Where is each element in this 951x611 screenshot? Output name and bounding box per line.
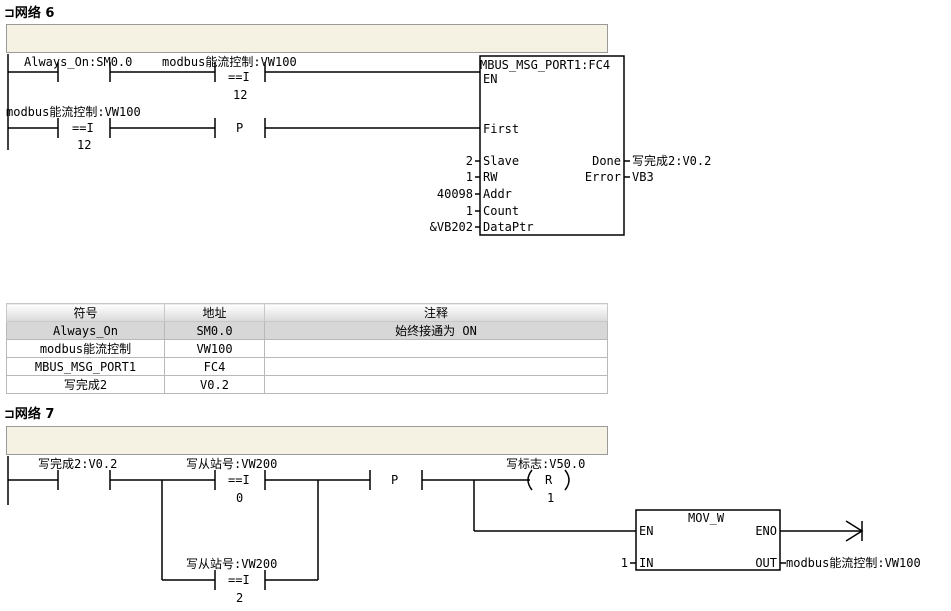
contact-write-done-label: 写完成2:V0.2 [38, 456, 117, 471]
cell-symbol: 写完成2 [6, 375, 165, 394]
block-pin-addr: Addr [483, 187, 512, 201]
network-6-comment-field[interactable] [6, 24, 608, 53]
mov-value-out: modbus能流控制:VW100 [786, 556, 921, 570]
reset-coil-count: 1 [547, 491, 554, 505]
table-row[interactable]: modbus能流控制 VW100 [6, 339, 608, 358]
compare-1-op: ==I [228, 473, 250, 487]
table-row[interactable]: MBUS_MSG_PORT1 FC4 [6, 357, 608, 376]
mov-pin-out: OUT [755, 556, 777, 570]
mov-value-in: 1 [621, 556, 628, 570]
cell-address: V0.2 [164, 375, 265, 394]
block-pin-done: Done [592, 154, 621, 168]
compare-2-op: ==I [228, 573, 250, 587]
cell-comment [264, 375, 608, 394]
pulse-contact-label: P [236, 121, 243, 135]
mov-block-title: MOV_W [688, 511, 725, 525]
mov-pin-en: EN [639, 524, 653, 538]
value-addr: 40098 [437, 187, 473, 201]
reset-coil-type: R [545, 473, 553, 487]
block-pin-first: First [483, 122, 519, 136]
block-pin-en: EN [483, 72, 497, 86]
block-title: MBUS_MSG_PORT1:FC4 [480, 58, 610, 72]
value-count: 1 [466, 204, 473, 218]
cell-comment: 始终接通为 ON [264, 321, 608, 340]
value-slave: 2 [466, 154, 473, 168]
header-address[interactable]: 地址 [164, 303, 265, 322]
network-6-ladder: Always_On:SM0.0 modbus能流控制:VW100 ==I 12 … [6, 54, 711, 236]
block-pin-rw: RW [483, 170, 498, 184]
cell-comment [264, 357, 608, 376]
cell-symbol: MBUS_MSG_PORT1 [6, 357, 165, 376]
block-pin-error: Error [585, 170, 621, 184]
contact-always-on-label: Always_On:SM0.0 [24, 55, 132, 69]
table-row[interactable]: 写完成2 V0.2 [6, 375, 608, 394]
compare-1-value: 12 [233, 88, 247, 102]
compare-2-operand: modbus能流控制:VW100 [6, 105, 141, 119]
compare-2-op: ==I [72, 121, 94, 135]
block-pin-count: Count [483, 204, 519, 218]
pulse-contact-label: P [391, 473, 398, 487]
symbol-table: 符号 地址 注释 Always_On SM0.0 始终接通为 ON modbus… [6, 303, 608, 394]
table-row[interactable]: Always_On SM0.0 始终接通为 ON [6, 321, 608, 340]
compare-2-operand: 写从站号:VW200 [186, 557, 277, 571]
cell-comment [264, 339, 608, 358]
cell-symbol: modbus能流控制 [6, 339, 165, 358]
header-comment[interactable]: 注释 [264, 303, 608, 322]
cell-symbol: Always_On [6, 321, 165, 340]
cell-address: SM0.0 [164, 321, 265, 340]
block-pin-slave: Slave [483, 154, 519, 168]
compare-2-value: 12 [77, 138, 91, 152]
value-dataptr: &VB202 [430, 220, 473, 234]
compare-2-value: 2 [236, 591, 243, 605]
symbol-table-header: 符号 地址 注释 [6, 303, 608, 322]
network-collapse-icon[interactable]: ⊐ [4, 6, 15, 21]
compare-1-operand: modbus能流控制:VW100 [162, 55, 297, 69]
network-collapse-icon[interactable]: ⊐ [4, 407, 15, 422]
mov-pin-eno: ENO [755, 524, 777, 538]
value-error: VB3 [632, 170, 654, 184]
compare-1-value: 0 [236, 491, 243, 505]
network-7-comment-field[interactable] [6, 426, 608, 455]
cell-address: VW100 [164, 339, 265, 358]
reset-coil-operand: 写标志:V50.0 [506, 457, 585, 471]
cell-address: FC4 [164, 357, 265, 376]
network-6-title[interactable]: ⊐网络 6 [4, 6, 55, 21]
value-rw: 1 [466, 170, 473, 184]
header-symbol[interactable]: 符号 [6, 303, 165, 322]
compare-1-op: ==I [228, 70, 250, 84]
value-done: 写完成2:V0.2 [632, 153, 711, 168]
compare-1-operand: 写从站号:VW200 [186, 457, 277, 471]
block-pin-dataptr: DataPtr [483, 220, 534, 234]
network-7-title[interactable]: ⊐网络 7 [4, 407, 55, 422]
mov-pin-in: IN [639, 556, 653, 570]
